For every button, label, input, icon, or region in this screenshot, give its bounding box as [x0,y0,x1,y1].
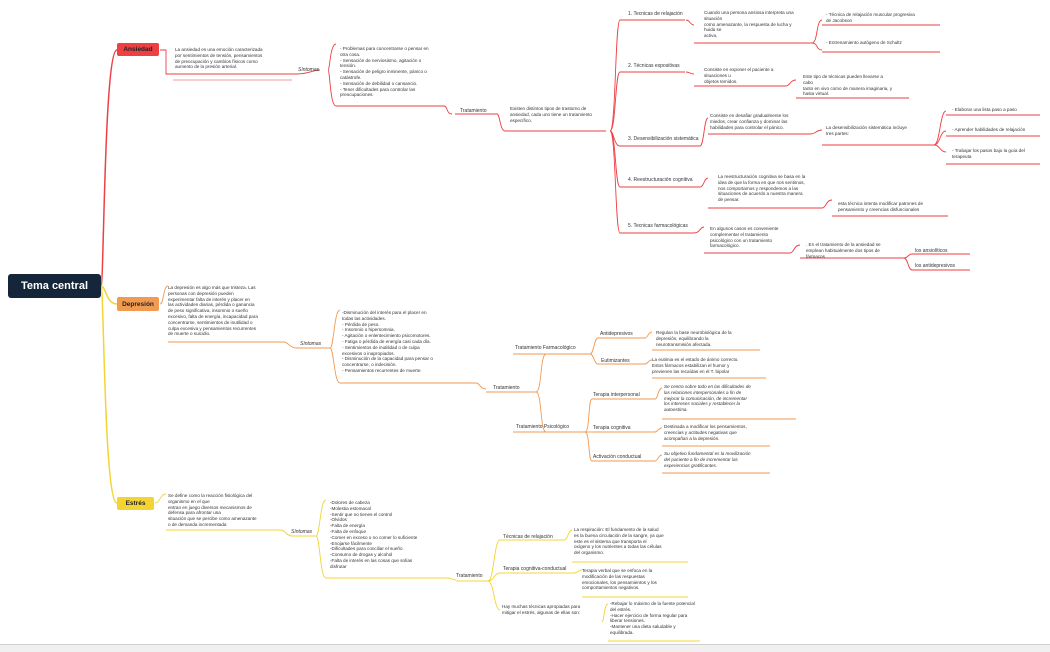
anx-t5-d1[interactable]: los ansiolíticos [915,248,948,254]
anx-t5-a[interactable]: . En el tratamiento de la ansiedad se em… [806,242,881,259]
connector-central-stress [100,285,118,504]
topic-anxiety[interactable]: Ansiedad [117,43,159,56]
horizontal-scrollbar[interactable] [0,644,1050,652]
anx-t3-label[interactable]: 3. Desensibilización sistemática [628,136,699,142]
topic-depression[interactable]: Depresión [117,297,159,311]
anx-t3-p1[interactable]: - Elaborar una lista paso a paso [952,107,1017,112]
dep-pharma-label[interactable]: Tratamiento Farmacológico [515,345,576,351]
dep-act-text[interactable]: Su objetivo fundamental es la movilizaci… [664,451,751,468]
stress-treatment-label[interactable]: Tratamiento [456,573,483,579]
anx-t4-text[interactable]: La reestructuración cognitiva se basa en… [718,174,806,203]
anx-t1-text[interactable]: Cuando una persona ansiosa interpreta un… [704,10,794,39]
stress-many-label[interactable]: Hay muchas técnicas apropiadas para miti… [502,604,581,615]
dep-interp-label[interactable]: Terapia interpersonal [593,392,640,398]
anx-t3-p3[interactable]: - Trabajar los pasos bajo la guía del te… [952,148,1025,159]
dep-eutim-label[interactable]: Eutimizantes [601,358,630,364]
depression-symptoms[interactable]: -Disminución del interés para el placer … [342,310,433,373]
depression-definition[interactable]: La depresión es algo más que tristeza. L… [168,285,258,337]
stress-relax-label[interactable]: Técnicas de relajación [503,534,553,540]
stress-many-text[interactable]: -Rebajar lo máximo de la fuente potencia… [610,601,695,635]
stress-definition[interactable]: Se define como la reacción fisiológica d… [168,493,257,527]
dep-cog-label[interactable]: Terapia cognitiva [593,425,631,431]
anx-t1-a[interactable]: - Técnica de relajación muscular progres… [826,12,915,23]
depression-treatment-label[interactable]: Tratamiento [493,385,520,391]
anx-t5-d2[interactable]: los antidepresivos [915,263,956,269]
stress-cbt-text[interactable]: Terapia verbal que se enfoca en la modif… [582,568,657,591]
anx-t4-label[interactable]: 4. Reestructuración cognitiva [628,177,693,183]
anxiety-treatment-label[interactable]: Tratamiento [460,108,487,114]
dep-psych-label[interactable]: Tratamiento Psicológico [516,424,570,430]
dep-antidep-label[interactable]: Antidepresivos [600,331,633,337]
central-topic[interactable]: Tema central [8,274,101,298]
dep-interp-text[interactable]: Se centra sobre todo en las dificultades… [664,384,751,413]
anx-t5-label[interactable]: 5. Tecnicas farmacológicas [628,223,688,229]
stress-relax-text[interactable]: La respiración: El fundamento de la salu… [574,527,664,556]
dep-eutim-text[interactable]: La eutimia es el estado de ánimo correct… [652,357,739,374]
depression-symptoms-label[interactable]: Síntomas [300,341,322,347]
anxiety-treatment-text[interactable]: Existen distintos tipos de trastorno de … [510,106,592,123]
anx-t2-label[interactable]: 2. Técnicas expositivas [628,63,680,69]
anx-t4-a[interactable]: esta técnica intenta modificar patrones … [838,201,924,212]
connector-central-depression [100,285,118,305]
dep-cog-text[interactable]: Destinada a modificar los pensamientos, … [664,424,747,441]
stress-symptoms-label[interactable]: Síntomas [291,529,313,535]
dep-act-label[interactable]: Activación conductual [593,454,642,460]
topic-stress[interactable]: Estrés [117,497,154,510]
anx-t3-p2[interactable]: - Aprender habilidades de relajación [952,127,1026,132]
anxiety-symptoms[interactable]: - Problemas para concentrarse o pensar e… [340,46,429,98]
anx-t3-a[interactable]: La desensibilización sistemática incluye… [826,125,907,136]
stress-symptoms[interactable]: -Dolores de cabeza -Molestia estomacal -… [330,500,418,569]
anxiety-definition[interactable]: La ansiedad es una emoción caracterizada… [175,47,263,70]
anx-t2-a[interactable]: Este tipo de técnicas pueden llevarse a … [803,74,893,97]
anx-t1-label[interactable]: 1. Tecnicas de relajación [628,11,683,17]
anx-t2-text[interactable]: Consiste en exponer el paciente a situac… [704,67,774,84]
dep-antidep-text[interactable]: Regulan la base neurobiológica de la dep… [656,330,732,347]
anx-t5-text[interactable]: En algunos casos es conveniente compleme… [710,226,779,249]
anx-t1-b[interactable]: - Entrenamiento autógeno de Schultz [826,40,902,45]
anx-t3-text[interactable]: Consiste en desafiar gradualmente los mi… [710,113,789,130]
stress-cbt-label[interactable]: Terapia cognitiva-conductual [503,566,567,572]
connector-central-anxiety [100,49,118,287]
anxiety-symptoms-label[interactable]: Síntomas [298,67,320,73]
